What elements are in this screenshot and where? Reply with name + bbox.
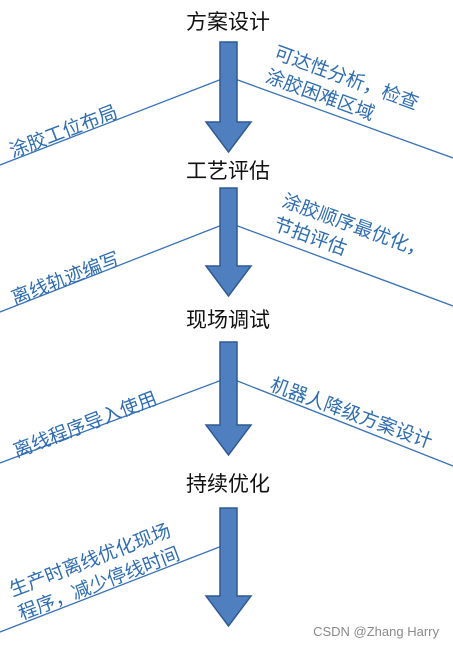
left-divider-line: [0, 545, 223, 633]
right-divider-line: [234, 78, 453, 159]
stage-title-4: 持续优化: [186, 472, 270, 496]
stage-title-2: 工艺评估: [186, 159, 270, 183]
left-divider-line: [0, 224, 223, 313]
down-arrow-1: [204, 41, 253, 154]
right-divider-line: [234, 379, 453, 467]
down-arrow-2: [204, 187, 253, 298]
down-arrow-4: [204, 507, 253, 628]
down-arrow-3: [204, 341, 253, 457]
left-divider-line: [0, 78, 223, 166]
stage-title-1: 方案设计: [186, 10, 270, 34]
left-divider-line: [0, 379, 223, 464]
watermark-text: CSDN @Zhang Harry: [313, 624, 439, 639]
right-divider-line: [234, 224, 453, 307]
stage-title-3: 现场调试: [186, 308, 270, 332]
